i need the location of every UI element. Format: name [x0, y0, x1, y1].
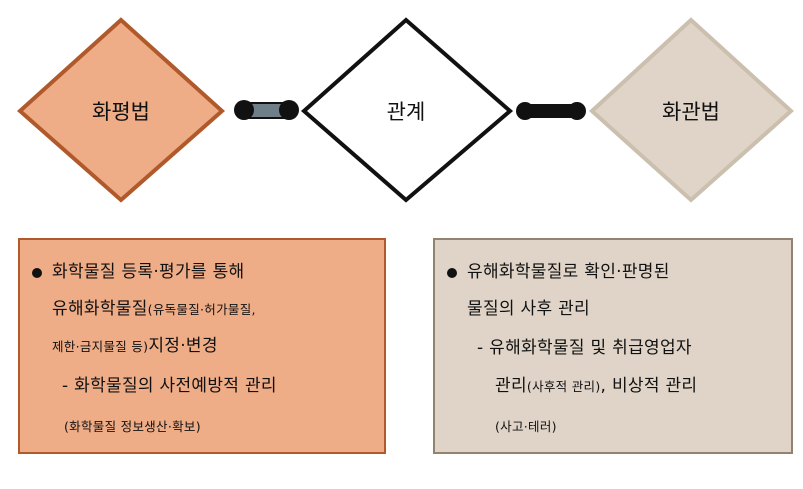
left-box-line-5: (화학물질 정보생산·확보): [64, 415, 201, 438]
left-box-text: - 화학물질의 사전예방적 관리: [62, 376, 277, 396]
right-box-text: 유해화학물질로 확인·판명된: [467, 262, 670, 282]
left-box-text: 화학물질 등록·평가를 통해: [52, 262, 245, 282]
left-box-small-text: 제한·금지물질 등): [52, 339, 149, 354]
bullet-icon: [447, 268, 457, 278]
right-box-small-text: (사후적 관리): [526, 379, 601, 394]
right-connector-bar: [525, 104, 577, 118]
left-connector-end-dot: [234, 100, 254, 120]
right-connector: [516, 102, 586, 120]
left-box-text: 유해화학물질: [52, 299, 148, 319]
right-box-text: - 유해화학물질 및 취급영업자: [477, 338, 692, 358]
right-connector-end-dot: [568, 102, 586, 120]
left-description-box: 화학물질 등록·평가를 통해 유해화학물질(유독물질·허가물질, 제한·금지물질…: [18, 238, 386, 454]
left-diamond-label: 화평법: [92, 100, 150, 124]
right-box-small-text: (사고·테러): [495, 419, 557, 434]
left-box-line-4: - 화학물질의 사전예방적 관리: [62, 375, 277, 397]
right-description-box: 유해화학물질로 확인·판명된 물질의 사후 관리 - 유해화학물질 및 취급영업…: [433, 238, 793, 454]
center-diamond: [300, 17, 514, 203]
right-connector-end-dot: [516, 102, 534, 120]
left-diamond: [16, 17, 226, 203]
left-box-small-text: (유독물질·허가물질,: [147, 302, 256, 317]
right-box-text: 물질의 사후 관리: [467, 299, 590, 319]
center-diamond-label: 관계: [387, 100, 426, 124]
right-diamond: [589, 17, 794, 203]
right-box-line-1: 유해화학물질로 확인·판명된: [467, 261, 670, 283]
right-box-text: 관리: [495, 376, 527, 396]
left-connector: [234, 100, 299, 120]
right-diamond-label: 화관법: [662, 100, 720, 124]
left-box-line-3: 제한·금지물질 등)지정·변경: [52, 335, 218, 358]
left-connector-end-dot: [279, 100, 299, 120]
left-box-text: 지정·변경: [148, 336, 218, 356]
relationship-diagram: 화평법 관계 화관법: [16, 17, 794, 203]
right-box-line-5: (사고·테러): [495, 415, 557, 438]
right-box-line-3: - 유해화학물질 및 취급영업자: [477, 337, 692, 359]
bullet-icon: [32, 268, 42, 278]
right-box-line-2: 물질의 사후 관리: [467, 298, 590, 320]
left-box-line-1: 화학물질 등록·평가를 통해: [52, 261, 244, 283]
left-box-small-text: (화학물질 정보생산·확보): [64, 419, 201, 434]
left-box-line-2: 유해화학물질(유독물질·허가물질,: [52, 298, 256, 321]
right-box-text: , 비상적 관리: [600, 376, 698, 396]
right-box-line-4: 관리(사후적 관리), 비상적 관리: [495, 375, 697, 398]
